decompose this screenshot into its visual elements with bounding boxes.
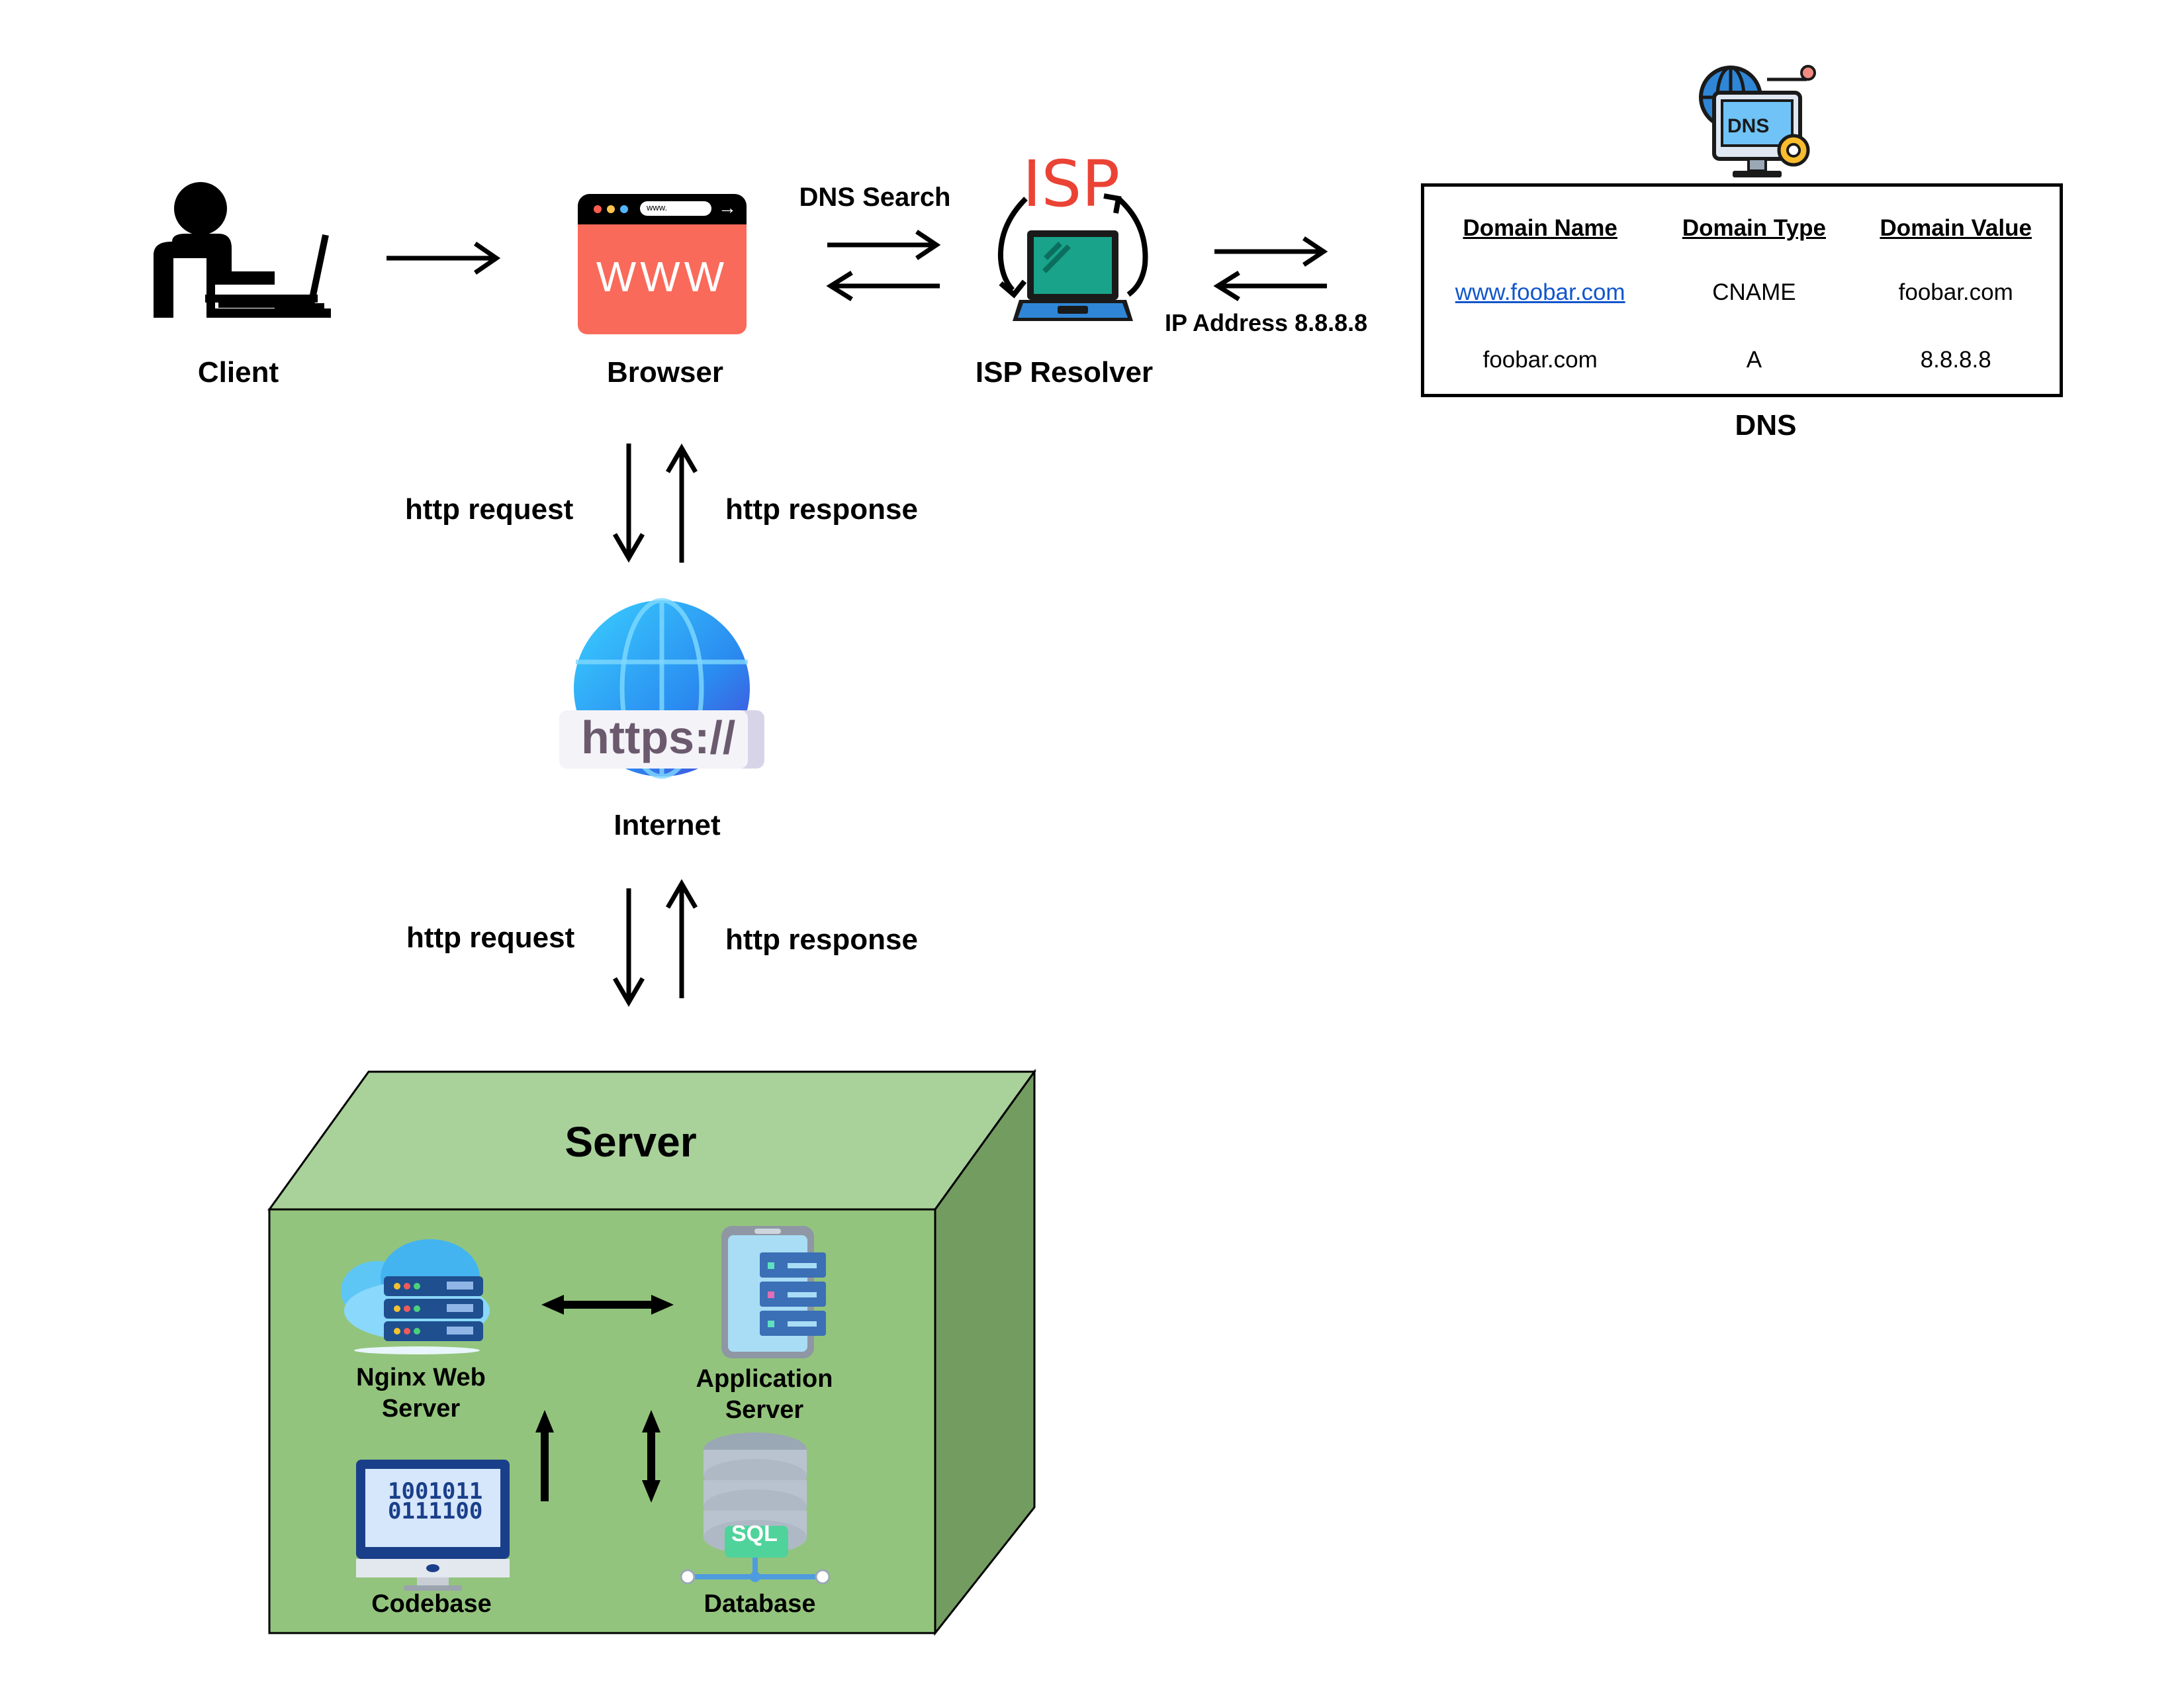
sql-text: SQL xyxy=(731,1521,778,1546)
isp-resolver-icon xyxy=(997,193,1148,321)
dns-table-row: foobar.com A 8.8.8.8 xyxy=(1423,326,2062,396)
nginx-label: Nginx Web Server xyxy=(356,1364,486,1423)
arrow-codebase-nginx xyxy=(535,1410,554,1501)
internet-label: Internet xyxy=(614,809,721,841)
http-arrows-2 xyxy=(612,879,698,1007)
client-label: Client xyxy=(197,356,279,389)
application-server-icon xyxy=(721,1226,826,1358)
dns-table-header-row: Domain Name Domain Type Domain Value xyxy=(1423,185,2062,259)
client-user-icon xyxy=(154,182,331,318)
application-server-label: Application Server xyxy=(696,1365,833,1424)
browser-label: Browser xyxy=(606,356,724,389)
isp-text: ISP xyxy=(1023,147,1120,221)
isp-resolver-label: ISP Resolver xyxy=(975,356,1154,389)
dns-cell: foobar.com xyxy=(1898,279,2013,305)
code-line-2: 0111100 xyxy=(388,1498,483,1524)
browser-www-text: WWW xyxy=(596,253,729,301)
http-request-label-1: http request xyxy=(405,493,574,526)
dns-cell: A xyxy=(1746,347,1762,373)
dns-screen-text: DNS xyxy=(1727,115,1770,137)
dns-server-icon xyxy=(1699,65,1816,177)
ip-address-arrows xyxy=(1213,236,1328,301)
dns-cell: CNAME xyxy=(1712,279,1796,305)
dns-table: Domain Name Domain Type Domain Value www… xyxy=(1421,183,2063,397)
dns-header-domain-type: Domain Type xyxy=(1682,215,1826,241)
dns-header-domain-value: Domain Value xyxy=(1880,215,2032,241)
database-label: Database xyxy=(704,1590,816,1618)
http-arrows-1 xyxy=(612,444,698,563)
dns-cell: foobar.com xyxy=(1482,347,1598,373)
dns-cell: 8.8.8.8 xyxy=(1920,347,1991,373)
dns-header-domain-name: Domain Name xyxy=(1463,215,1617,241)
server-cube xyxy=(267,1068,1036,1636)
http-response-label-1: http response xyxy=(725,493,918,526)
http-request-label-2: http request xyxy=(406,921,575,954)
dns-search-label: DNS Search xyxy=(799,183,951,212)
dns-search-arrows xyxy=(826,230,941,301)
ip-address-label: IP Address 8.8.8.8 xyxy=(1165,309,1368,336)
code-line-1: 1001011 xyxy=(388,1478,483,1505)
arrow-client-to-browser xyxy=(387,242,501,275)
server-label: Server xyxy=(565,1118,697,1166)
codebase-label: Codebase xyxy=(371,1590,492,1618)
internet-globe-icon xyxy=(559,598,764,779)
nginx-server-icon xyxy=(341,1239,490,1354)
codebase-monitor-icon xyxy=(356,1460,510,1591)
browser-url-text: www. xyxy=(647,203,668,212)
browser-icon: www. → WWW xyxy=(578,194,747,334)
http-response-label-2: http response xyxy=(725,923,918,956)
dns-label: DNS xyxy=(1735,409,1797,442)
dns-table-row: www.foobar.com CNAME foobar.com xyxy=(1423,259,2062,326)
https-text: https:// xyxy=(581,712,736,763)
dns-cell-link[interactable]: www.foobar.com xyxy=(1455,279,1625,305)
database-icon xyxy=(680,1432,831,1585)
arrow-app-database xyxy=(642,1410,660,1503)
arrow-nginx-app xyxy=(541,1295,674,1315)
